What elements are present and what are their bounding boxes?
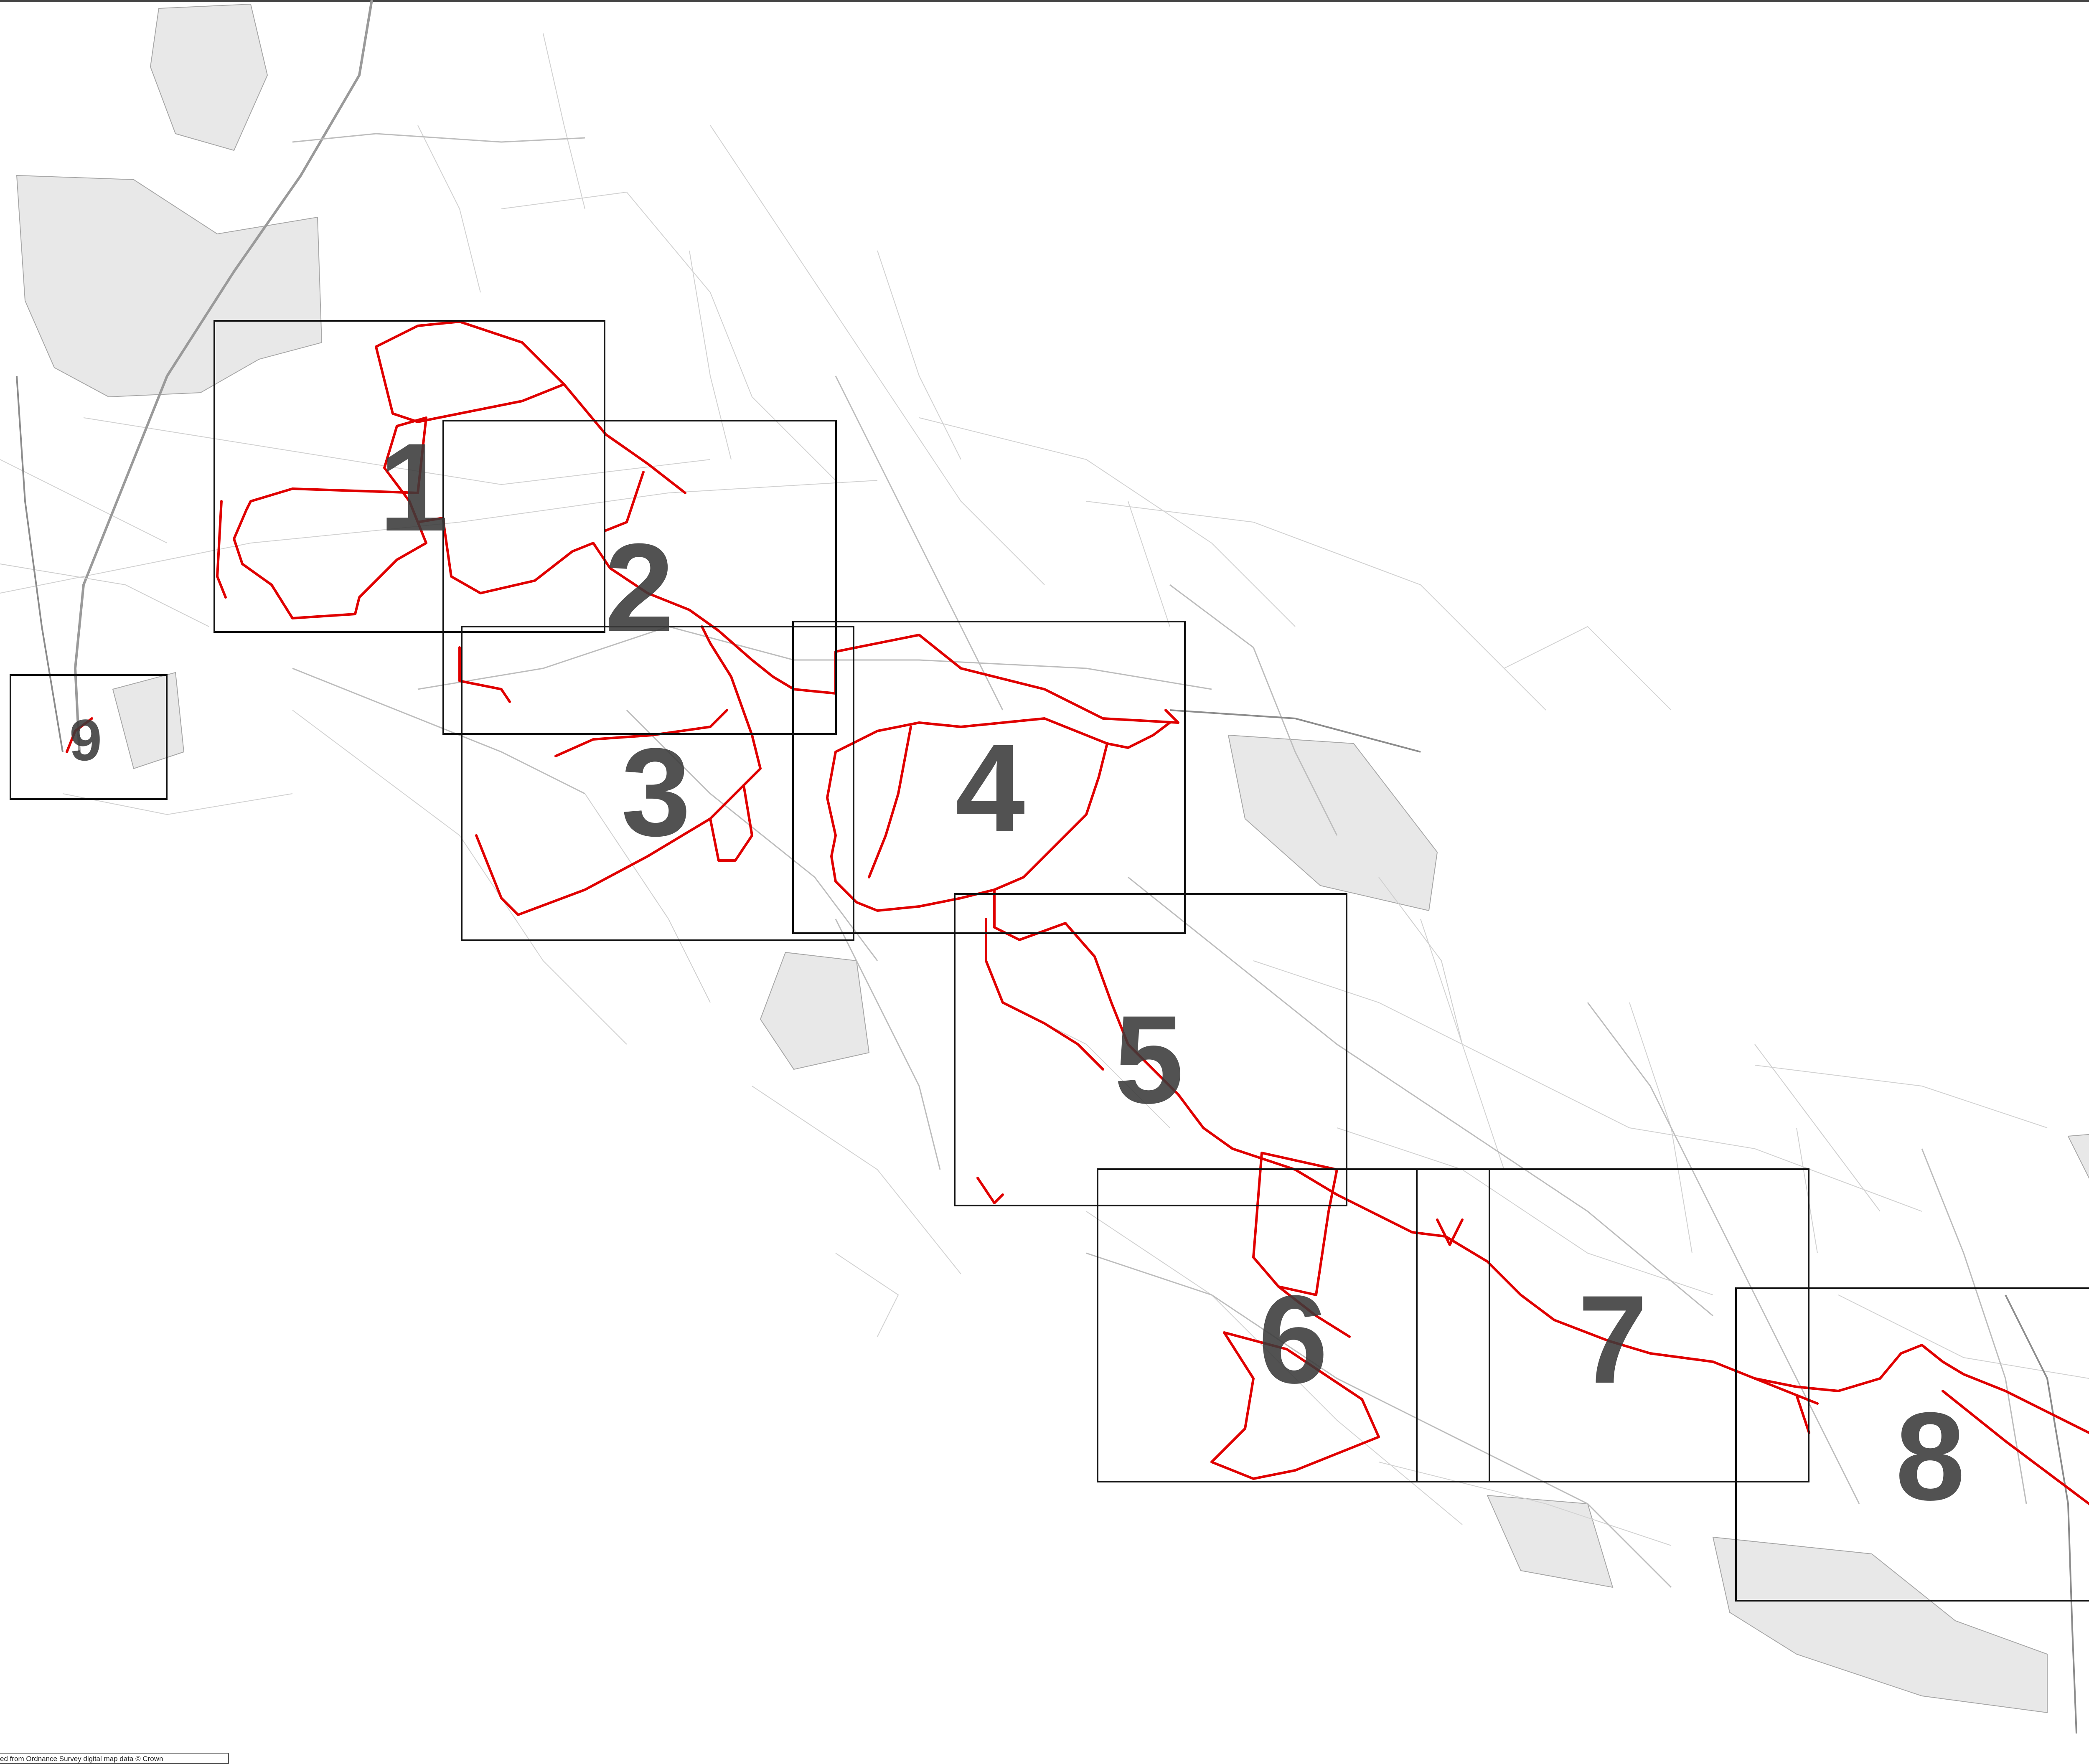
- route-4-inner: [868, 726, 912, 878]
- route-8-main: [1754, 1344, 2089, 1434]
- road-c: [835, 376, 1004, 711]
- route-6-loop: [1210, 1331, 1380, 1480]
- route-5-west: [985, 918, 1104, 1071]
- sheet-numbers: 1 2 3 4 5 6 7 8 9: [69, 417, 1965, 1526]
- road-k: [1921, 1148, 2027, 1504]
- settlement-southeast: [1712, 1536, 2048, 1713]
- route-2-main: [417, 517, 837, 695]
- settlement-east-coast: [2067, 1134, 2089, 1179]
- route-2-branch: [605, 471, 645, 532]
- route-3-north: [554, 709, 728, 757]
- road-j: [1169, 584, 1338, 836]
- sheet-box-1: [213, 320, 605, 633]
- route-8-diagonal: [1942, 1390, 2089, 1506]
- basemap-settlements: [16, 3, 2089, 1713]
- sheet-number-4: 4: [956, 718, 1026, 858]
- top-border-line: [0, 0, 2089, 2]
- road-a: [292, 133, 585, 143]
- route-4-main: [834, 634, 1179, 724]
- railway-line-east: [1169, 709, 1421, 753]
- road-f: [1086, 1252, 1672, 1588]
- settlement-west-small: [112, 672, 185, 769]
- sheet-number-7: 7: [1578, 1269, 1648, 1409]
- route-overlay: [66, 320, 2089, 1506]
- road-e: [1128, 876, 1713, 1317]
- railway-line-coast: [2005, 1294, 2077, 1734]
- route-9-spur: [66, 717, 93, 753]
- sheet-number-2: 2: [605, 517, 674, 657]
- route-5-spur-south: [976, 1177, 1004, 1204]
- route-west-loop: [233, 416, 427, 619]
- settlement-north: [150, 3, 268, 151]
- route-4-east: [1106, 721, 1171, 749]
- settlement-northwest: [16, 175, 323, 398]
- sheet-number-6: 6: [1258, 1269, 1328, 1409]
- road-b: [417, 626, 1212, 690]
- route-8-spur: [1795, 1394, 1810, 1434]
- route-7-spur: [1436, 1218, 1464, 1246]
- settlement-mid: [760, 952, 870, 1070]
- sheet-number-1: 1: [379, 417, 449, 557]
- settlement-south-mid: [1487, 1495, 1614, 1588]
- route-3-main: [475, 625, 762, 916]
- route-2-north-spur: [563, 383, 686, 494]
- sheet-box-7: [1416, 1168, 1809, 1482]
- road-d: [835, 919, 941, 1170]
- route-4-loop: [826, 717, 1108, 912]
- railway-line-west: [16, 376, 64, 752]
- sheet-box-5: [954, 893, 1347, 1206]
- sheet-index: [10, 320, 2089, 1602]
- route-7-main: [1411, 1231, 1819, 1405]
- route-3-spur: [709, 784, 753, 862]
- route-5-main: [993, 888, 1413, 1234]
- road-i: [292, 668, 585, 794]
- route-loop-north: [375, 320, 565, 423]
- sheet-box-8: [1735, 1287, 2089, 1602]
- motorway: [74, 0, 373, 752]
- route-3-west: [458, 646, 511, 703]
- basemap-railways: [16, 376, 2077, 1734]
- sheet-box-9: [10, 674, 168, 800]
- sheet-box-4: [792, 621, 1186, 934]
- route-west-spur: [216, 500, 227, 599]
- sheet-number-9: 9: [69, 707, 102, 773]
- sheet-box-2: [442, 420, 837, 735]
- road-h: [626, 709, 878, 961]
- sheet-number-8: 8: [1896, 1386, 1965, 1526]
- sheet-number-5: 5: [1114, 989, 1184, 1129]
- sheet-box-3: [461, 626, 854, 941]
- sheet-box-6: [1097, 1168, 1490, 1482]
- road-g: [1587, 1002, 1860, 1504]
- map-attribution: ed from Ordnance Survey digital map data…: [0, 1753, 229, 1764]
- sheet-number-3: 3: [621, 722, 691, 862]
- route-6-diagonal: [1277, 1285, 1351, 1338]
- settlement-east: [1227, 734, 1438, 911]
